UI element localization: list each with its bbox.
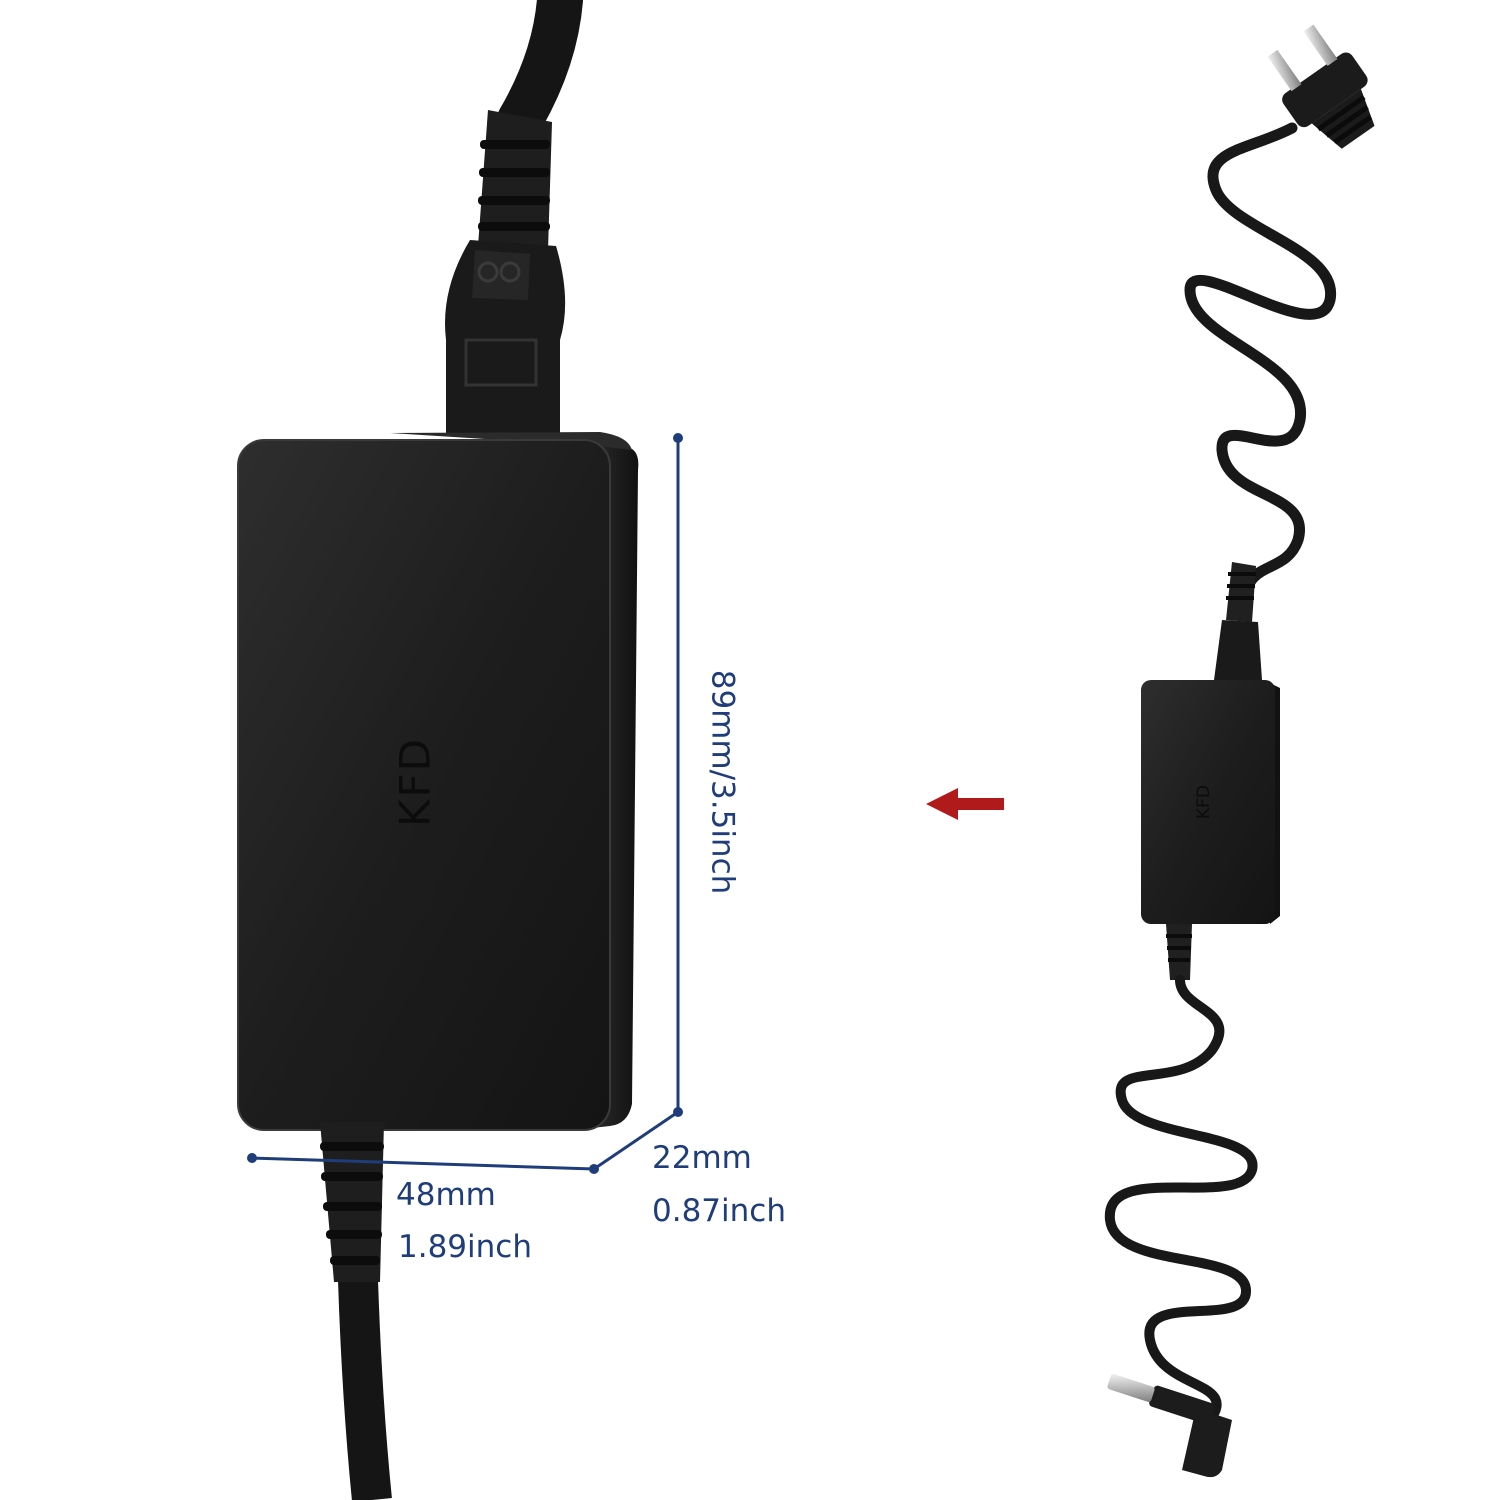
svg-text:KFD: KFD xyxy=(1194,785,1214,819)
coiled-dc-cable xyxy=(1104,975,1258,1425)
depth-inch-label: 0.87inch xyxy=(652,1193,786,1229)
brand-logo: KFD xyxy=(391,737,440,827)
dc-barrel-connector-icon xyxy=(1107,1374,1232,1478)
depth-dimension-line xyxy=(593,1110,679,1171)
main-adapter: KFD xyxy=(237,0,639,1500)
dc-strain-relief xyxy=(320,1122,384,1282)
dimension-lines xyxy=(247,433,683,1174)
width-inch-label: 1.89inch xyxy=(398,1229,532,1265)
coiled-ac-cable xyxy=(1184,122,1336,606)
depth-mm-label: 22mm xyxy=(652,1140,752,1176)
ac-strain-relief xyxy=(478,110,552,250)
width-dimension-line xyxy=(251,1156,595,1171)
ac-cable-top xyxy=(497,0,583,143)
dc-cable-bottom xyxy=(338,1279,392,1500)
full-adapter-view: KFD xyxy=(1104,24,1375,1478)
width-mm-label: 48mm xyxy=(396,1177,496,1213)
small-adapter-body xyxy=(1141,680,1275,924)
arrow-left-icon xyxy=(926,788,1004,820)
svg-text:KFD: KFD xyxy=(391,737,440,827)
adapter-body xyxy=(238,440,610,1130)
height-dimension-label: 89mm/3.5inch xyxy=(704,669,741,895)
us-plug-icon xyxy=(1267,24,1375,149)
